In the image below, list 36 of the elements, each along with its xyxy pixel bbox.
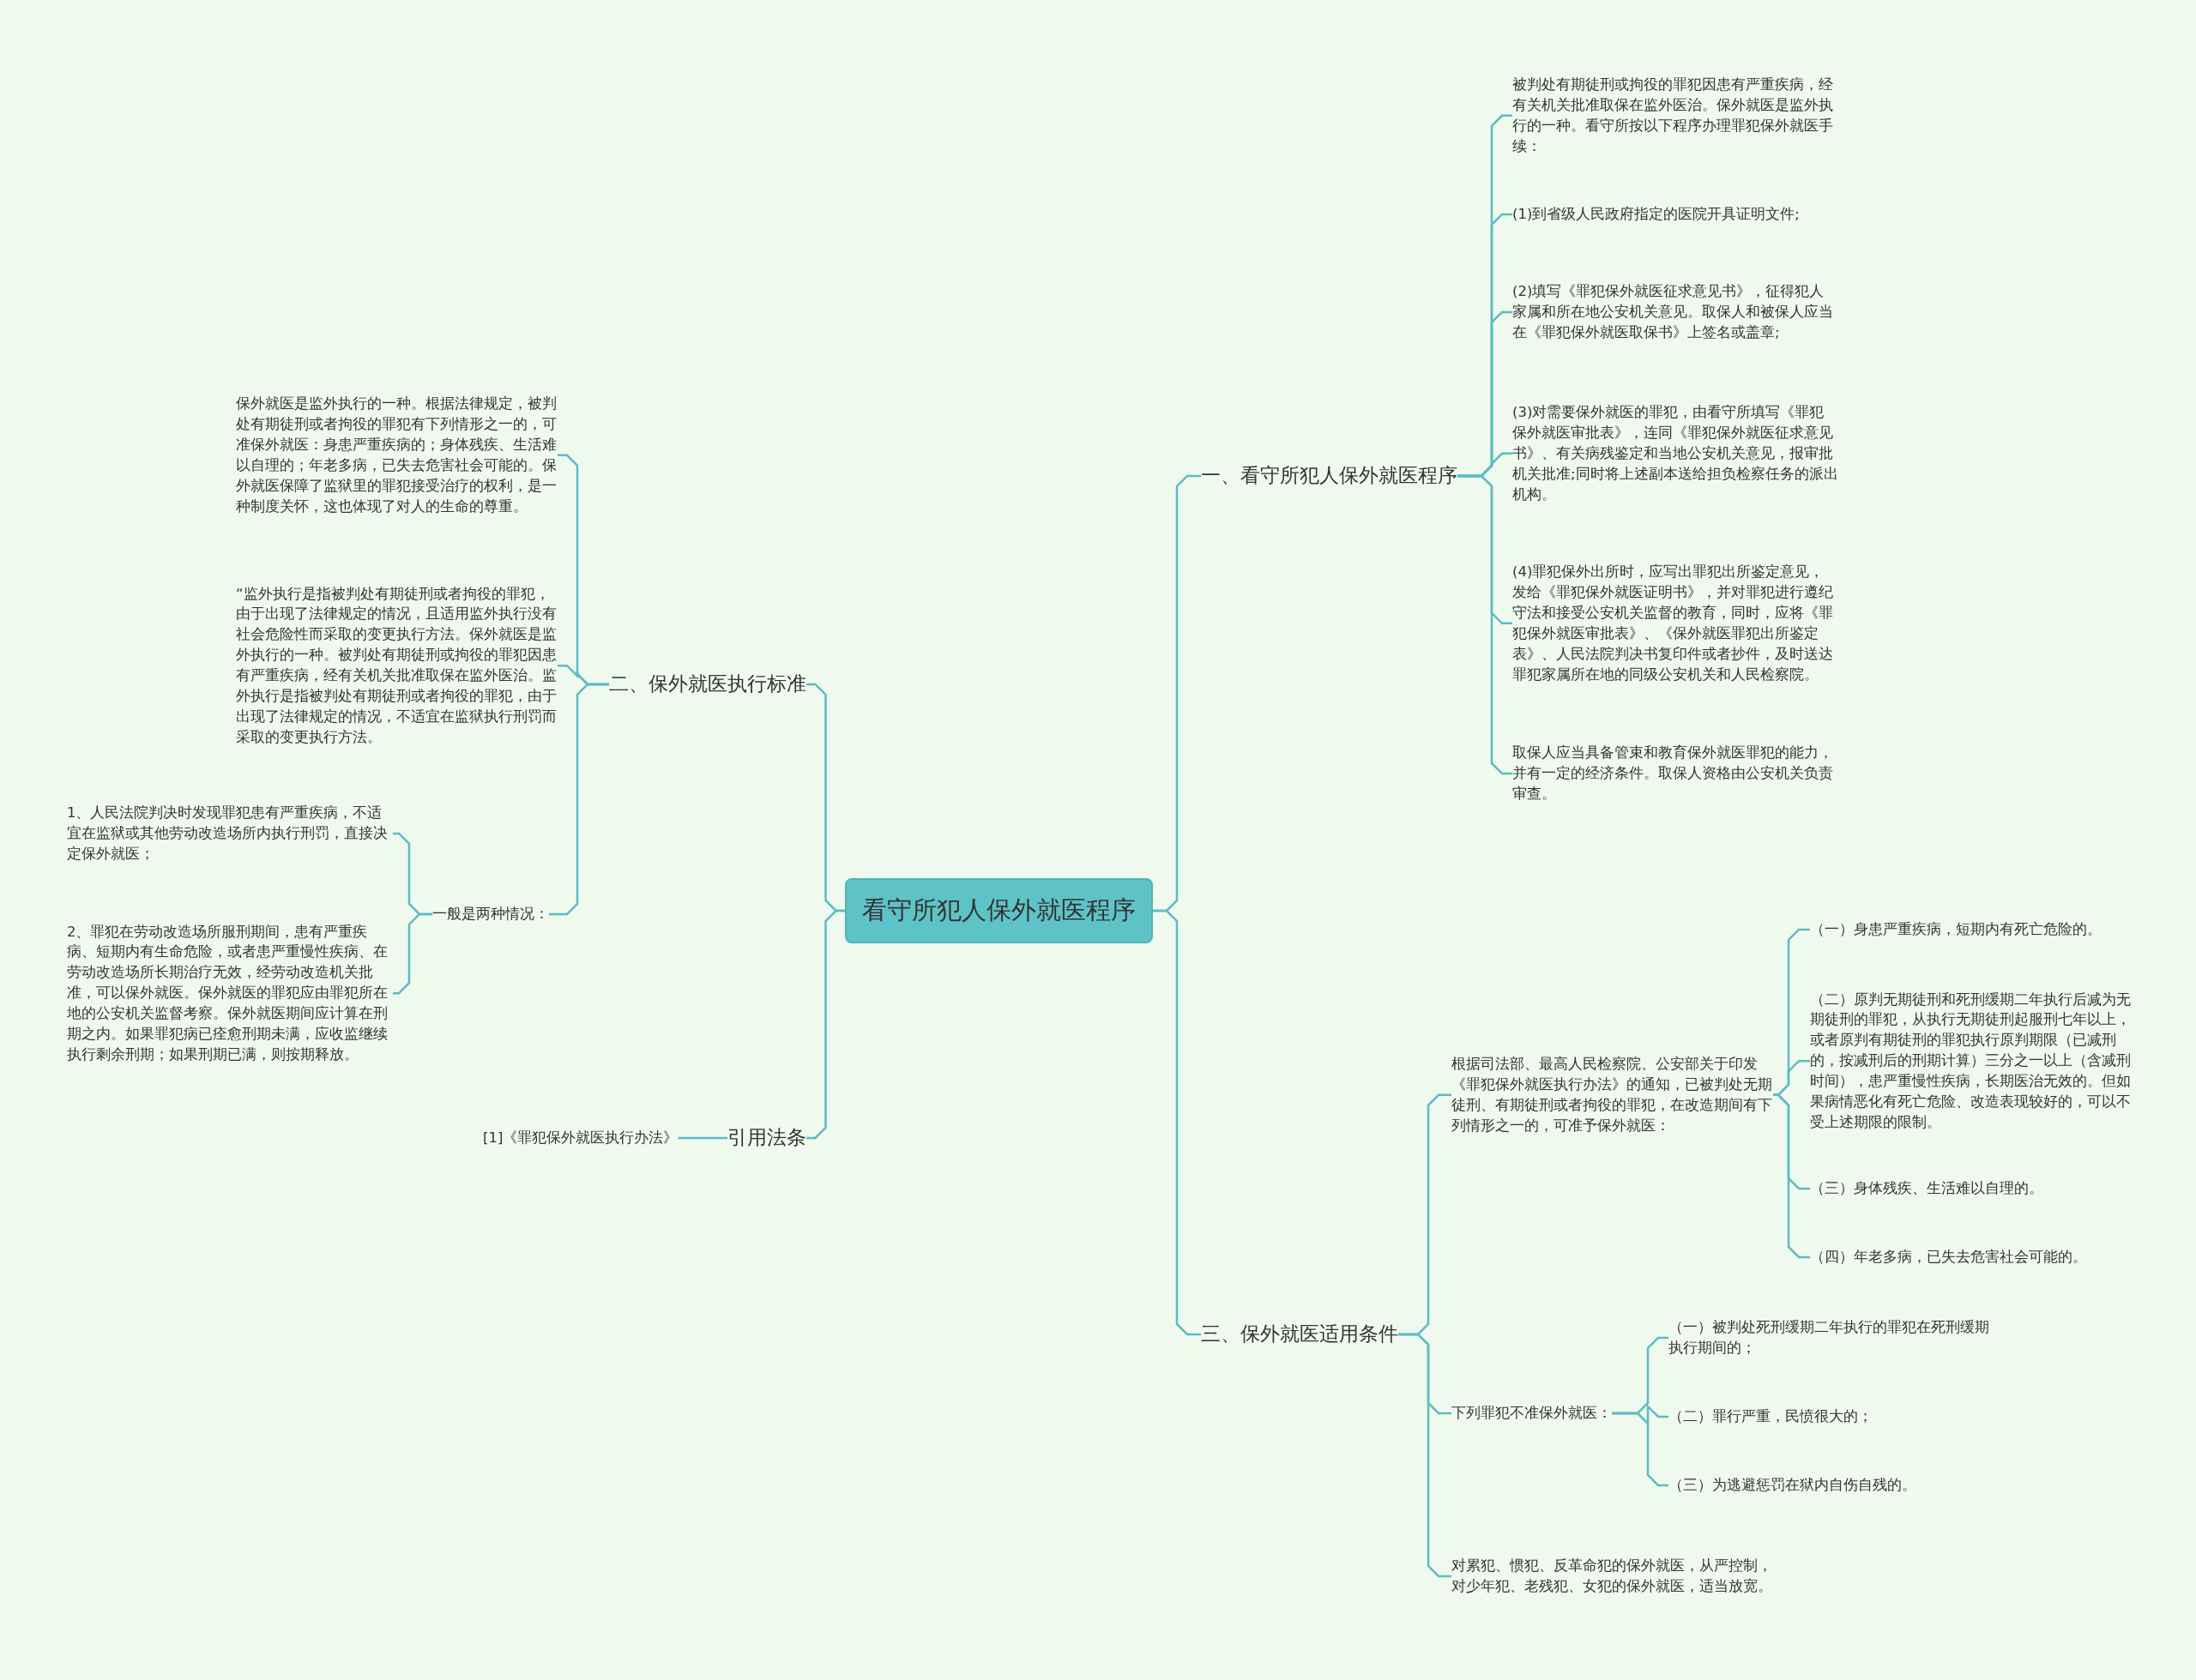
topic-text: 根据司法部、最高人民检察院、公安部关于印发《罪犯保外就医执行办法》的通知，已被判处无期徒刑、有期徒刑或者拘役的罪犯，在改造期间有下列情形之一的，可准予保外就医： — [1451, 1054, 1773, 1136]
topic-text: 取保人应当具备管束和教育保外就医罪犯的能力，并有一定的经济条件。取保人资格由公安机关负责审查。 — [1512, 743, 1838, 804]
topic-text: （三）身体残疾、生活难以自理的。 — [1810, 1178, 2043, 1199]
connector-line — [1457, 474, 1512, 775]
topic-text: 被判处有期徒刑或拘役的罪犯因患有严重疾病，经有关机关批准取保在监外医治。保外就医是监外执行的一种。看守所按以下程序办理罪犯保外就医手续： — [1512, 75, 1838, 157]
topic-text: （二）罪行严重，民愤很大的； — [1668, 1406, 1873, 1427]
branch-topic: 引用法条 — [727, 1125, 806, 1151]
topic-text: 保外就医是监外执行的一种。根据法律规定，被判处有期徒刑或者拘役的罪犯有下列情形之一的，可准保外就医：身患严重疾病的；身体残疾、生活难以自理的；年老多病，已失去危害社会可能的。保外就医保障了监狱里的罪犯接受治疗的权利，是一种制度关怀，这也体现了对人的生命的尊重。 — [236, 394, 558, 517]
topic-text: 一般是两种情况： — [432, 904, 549, 924]
connector-line — [393, 912, 432, 995]
connector-line — [549, 683, 609, 916]
central-topic-box: 看守所犯人保外就医程序 — [845, 878, 1153, 943]
connector-line — [1153, 909, 1201, 1336]
topic-text: 1、人民法院判决时发现罪犯患有严重疾病，不适宜在监狱或其他劳动改造场所内执行刑罚，直接决定保外就医； — [67, 803, 393, 864]
connector-line — [1398, 1333, 1451, 1578]
connector-line — [806, 909, 845, 1140]
topic-text: （二）原判无期徒刑和死刑缓期二年执行后减为无期徒刑的罪犯，从执行无期徒刑起服刑七年以上，或者原判有期徒刑的罪犯执行原判期限（已减刑的，按减刑后的刑期计算）三分之一以上（含减刑时间），患严重慢性疾病，长期医治无效的。但如果病情恶化有死亡危险、改造表现较好的，可以不受上述期限的限制。 — [1810, 989, 2140, 1133]
branch-topic: 二、保外就医执行标准 — [609, 671, 806, 697]
topic-text: (2)填写《罪犯保外就医征求意见书》，征得犯人家属和所在地公安机关意见。取保人和被保人应当在《罪犯保外就医取保书》上签名或盖章; — [1512, 281, 1838, 343]
topic-text: (4)罪犯保外出所时，应写出罪犯出所鉴定意见，发给《罪犯保外就医证明书》，并对罪犯进行遵纪守法和接受公安机关监督的教育，同时，应将《罪犯保外就医审批表》、《保外就医罪犯出所鉴定表》、人民法院判决书复印件或者抄件，及时送达罪犯家属所在地的同级公安机关和人民检察院。 — [1512, 562, 1838, 685]
connector-line — [1612, 1412, 1668, 1487]
topic-text: （一）被判处死刑缓期二年执行的罪犯在死刑缓期执行期间的； — [1668, 1317, 1999, 1358]
topic-text: （四）年老多病，已失去危害社会可能的。 — [1810, 1247, 2087, 1268]
topic-text: (1)到省级人民政府指定的医院开具证明文件; — [1512, 204, 1800, 225]
topic-text: [1]《罪犯保外就医执行办法》 — [483, 1128, 679, 1148]
branch-topic: 一、看守所犯人保外就医程序 — [1201, 463, 1457, 489]
topic-text: （三）为逃避惩罚在狱内自伤自残的。 — [1668, 1475, 1916, 1496]
topic-text: (3)对需要保外就医的罪犯，由看守所填写《罪犯保外就医审批表》，连同《罪犯保外就医征求意见书》、有关病残鉴定和当地公安机关意见，报审批机关批准;同时将上述副本送给担负检察任务的派出机构。 — [1512, 402, 1838, 505]
branch-topic: 三、保外就医适用条件 — [1201, 1322, 1398, 1347]
topic-text: “监外执行是指被判处有期徒刑或者拘役的罪犯，由于出现了法律规定的情况，且适用监外执行没有社会危险性而采取的变更执行方法。保外就医是监外执行的一种。被判处有期徒刑或拘役的罪犯因患有严重疾病，经有关机关批准取保在监外医治。监外执行是指被判处有期徒刑或者拘役的罪犯，由于出现了法律规定的情况，不适宜在监狱执行刑罚而采取的变更执行方法。 — [236, 583, 558, 748]
topic-text: 对累犯、惯犯、反革命犯的保外就医，从严控制，对少年犯、老残犯、女犯的保外就医，适当放宽。 — [1451, 1556, 1773, 1597]
topic-text: （一）身患严重疾病，短期内有死亡危险的。 — [1810, 919, 2102, 940]
topic-text: 2、罪犯在劳动改造场所服刑期间，患有严重疾病、短期内有生命危险，或者患严重慢性疾病、在劳动改造场所长期治疗无效，经劳动改造机关批准，可以保外就医。保外就医的罪犯应由罪犯所在地的公安机关监督考察。保外就医期间应计算在刑期之内。如果罪犯病已痊愈刑期未满，应收监继续执行剩余刑期；如果刑期已满，则按期释放。 — [67, 921, 393, 1065]
connector-line — [678, 1136, 727, 1140]
topic-text: 下列罪犯不准保外就医： — [1451, 1403, 1612, 1424]
connector-line — [1773, 1093, 1810, 1259]
